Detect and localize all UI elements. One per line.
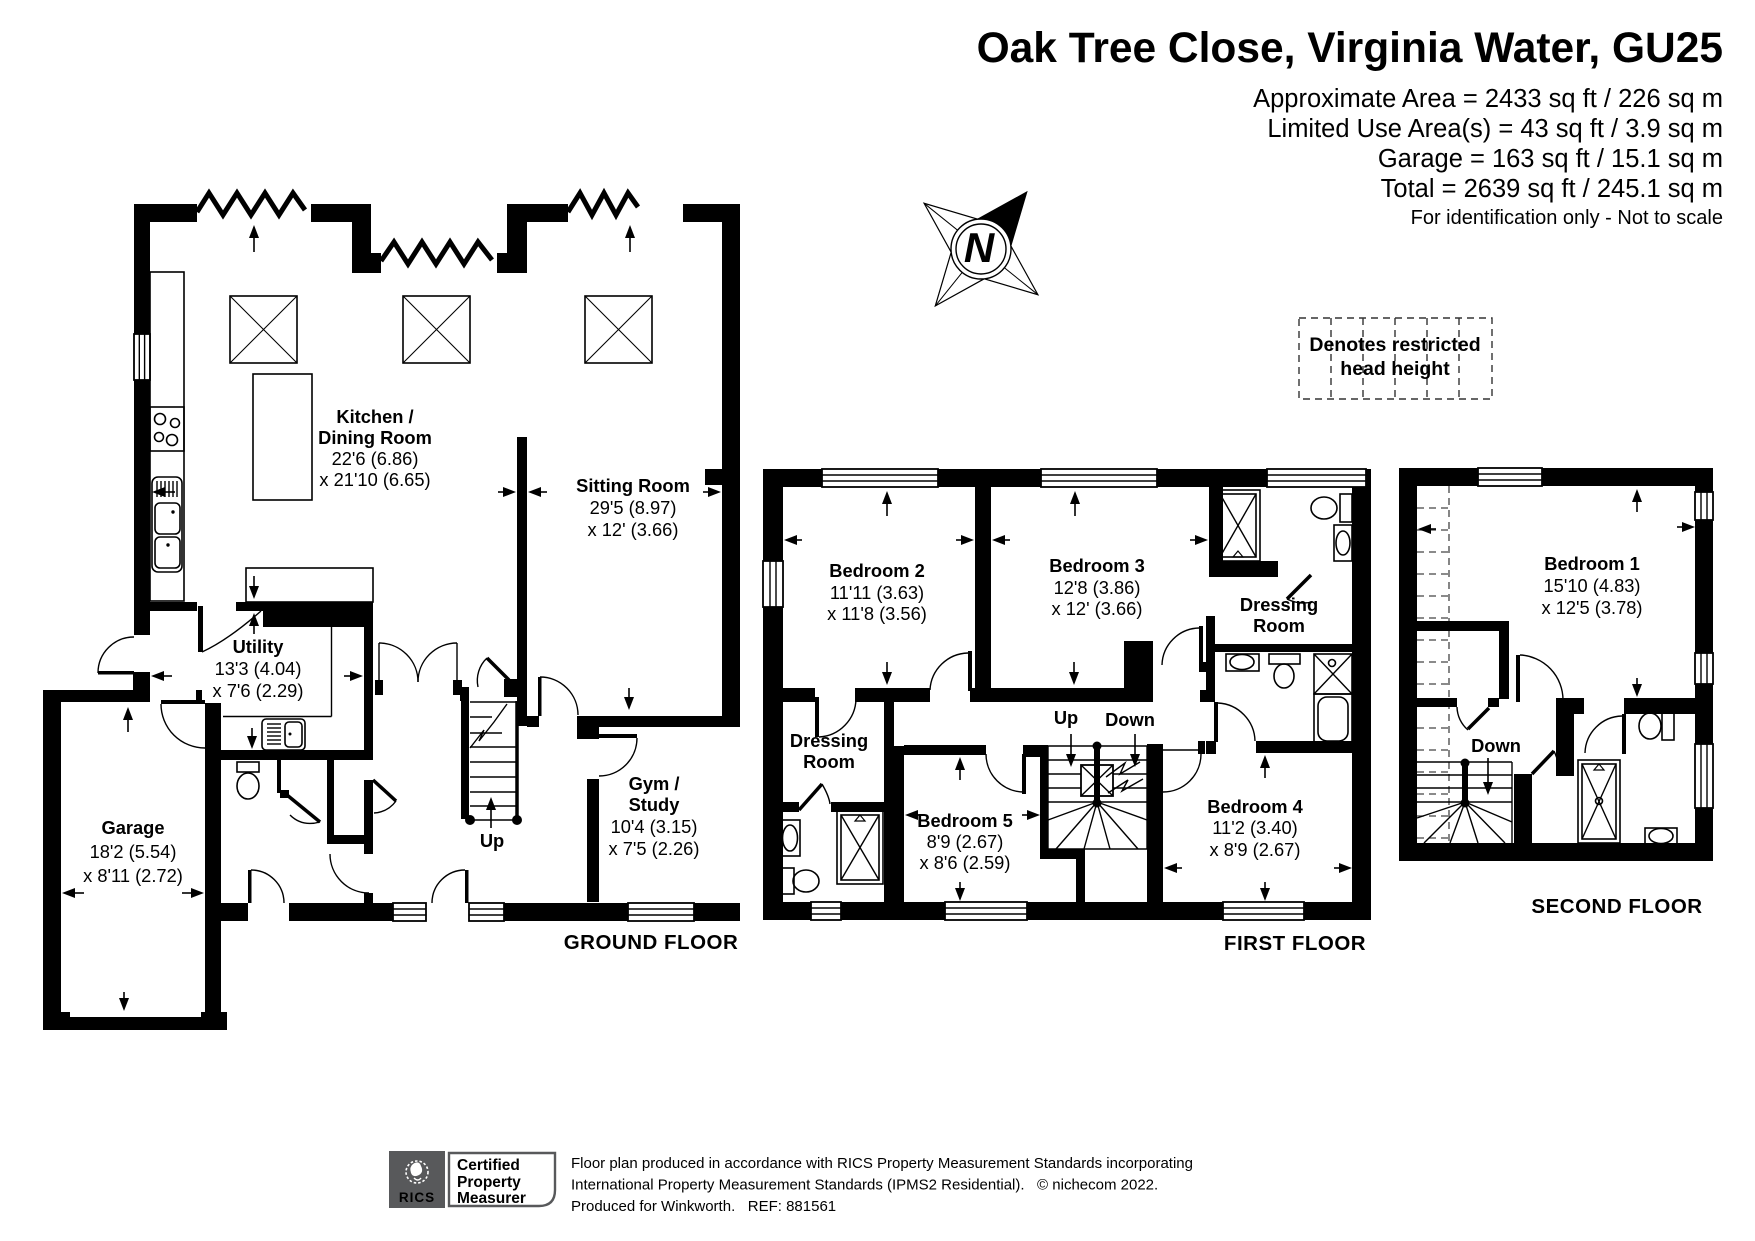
svg-text:Room: Room bbox=[803, 751, 855, 772]
svg-text:x 21'10 (6.65): x 21'10 (6.65) bbox=[319, 469, 430, 490]
svg-text:For identification only - Not: For identification only - Not to scale bbox=[1411, 207, 1723, 229]
svg-text:x 8'9 (2.67): x 8'9 (2.67) bbox=[1210, 839, 1301, 860]
svg-text:head height: head height bbox=[1340, 358, 1450, 380]
svg-text:Bedroom 4: Bedroom 4 bbox=[1207, 796, 1303, 817]
svg-text:Study: Study bbox=[629, 794, 681, 815]
svg-text:x 12'5 (3.78): x 12'5 (3.78) bbox=[1541, 597, 1642, 618]
svg-text:Total = 2639 sq ft / 245.1 sq: Total = 2639 sq ft / 245.1 sq m bbox=[1381, 175, 1723, 203]
svg-text:Garage: Garage bbox=[101, 817, 164, 838]
svg-text:x 7'5 (2.26): x 7'5 (2.26) bbox=[609, 838, 700, 859]
svg-text:12'8 (3.86): 12'8 (3.86) bbox=[1054, 577, 1141, 598]
svg-text:15'10 (4.83): 15'10 (4.83) bbox=[1544, 575, 1641, 596]
svg-text:Up: Up bbox=[1054, 707, 1078, 728]
svg-text:29'5 (8.97): 29'5 (8.97) bbox=[590, 497, 677, 518]
svg-text:International Property Measure: International Property Measurement Stand… bbox=[571, 1177, 1158, 1194]
svg-text:Limited Use Area(s) = 43 sq ft: Limited Use Area(s) = 43 sq ft / 3.9 sq … bbox=[1267, 115, 1723, 143]
svg-text:Bedroom 3: Bedroom 3 bbox=[1049, 555, 1145, 576]
svg-text:Kitchen /: Kitchen / bbox=[336, 406, 413, 427]
svg-text:Down: Down bbox=[1471, 735, 1521, 756]
svg-text:Bedroom 2: Bedroom 2 bbox=[829, 560, 925, 581]
svg-text:Measurer: Measurer bbox=[457, 1190, 526, 1207]
svg-text:22'6 (6.86): 22'6 (6.86) bbox=[332, 448, 419, 469]
svg-text:Bedroom 5: Bedroom 5 bbox=[917, 810, 1013, 831]
svg-text:Oak Tree Close, Virginia Water: Oak Tree Close, Virginia Water, GU25 bbox=[977, 25, 1723, 72]
svg-text:Floor plan produced in accorda: Floor plan produced in accordance with R… bbox=[571, 1155, 1193, 1172]
svg-text:Garage = 163 sq ft / 15.1 sq m: Garage = 163 sq ft / 15.1 sq m bbox=[1378, 145, 1723, 173]
svg-text:13'3 (4.04): 13'3 (4.04) bbox=[215, 658, 302, 679]
svg-text:Gym /: Gym / bbox=[629, 773, 680, 794]
svg-text:Room: Room bbox=[1253, 615, 1305, 636]
svg-text:RICS: RICS bbox=[399, 1190, 435, 1205]
svg-text:Produced for Winkworth. REF:: Produced for Winkworth. REF: 881561 bbox=[571, 1198, 836, 1215]
svg-text:x 11'8 (3.56): x 11'8 (3.56) bbox=[827, 603, 927, 624]
svg-text:Certified: Certified bbox=[457, 1157, 520, 1174]
svg-text:x 12' (3.66): x 12' (3.66) bbox=[588, 519, 679, 540]
svg-text:18'2 (5.54): 18'2 (5.54) bbox=[90, 841, 177, 862]
svg-text:Dressing: Dressing bbox=[1240, 594, 1318, 615]
svg-text:N: N bbox=[964, 224, 996, 271]
svg-text:11'11 (3.63): 11'11 (3.63) bbox=[830, 582, 924, 603]
svg-text:Denotes restricted: Denotes restricted bbox=[1309, 334, 1480, 356]
svg-text:FIRST FLOOR: FIRST FLOOR bbox=[1224, 932, 1366, 955]
svg-text:Dining Room: Dining Room bbox=[318, 427, 432, 448]
svg-text:Down: Down bbox=[1105, 709, 1155, 730]
svg-text:Utility: Utility bbox=[233, 636, 285, 657]
svg-text:Property: Property bbox=[457, 1174, 521, 1191]
svg-text:x 8'6 (2.59): x 8'6 (2.59) bbox=[920, 852, 1011, 873]
svg-text:Dressing: Dressing bbox=[790, 730, 868, 751]
svg-text:Up: Up bbox=[480, 830, 504, 851]
svg-text:x 7'6 (2.29): x 7'6 (2.29) bbox=[213, 680, 304, 701]
svg-text:11'2 (3.40): 11'2 (3.40) bbox=[1212, 817, 1297, 838]
svg-text:10'4 (3.15): 10'4 (3.15) bbox=[611, 816, 698, 837]
svg-text:x 8'11 (2.72): x 8'11 (2.72) bbox=[83, 865, 183, 886]
svg-text:SECOND FLOOR: SECOND FLOOR bbox=[1531, 895, 1702, 918]
svg-text:Bedroom 1: Bedroom 1 bbox=[1544, 553, 1640, 574]
svg-text:8'9 (2.67): 8'9 (2.67) bbox=[927, 831, 1004, 852]
svg-text:x 12' (3.66): x 12' (3.66) bbox=[1052, 598, 1143, 619]
svg-text:Approximate Area = 2433 sq ft: Approximate Area = 2433 sq ft / 226 sq m bbox=[1253, 85, 1723, 113]
svg-text:GROUND FLOOR: GROUND FLOOR bbox=[564, 931, 739, 954]
svg-text:Sitting Room: Sitting Room bbox=[576, 475, 690, 496]
